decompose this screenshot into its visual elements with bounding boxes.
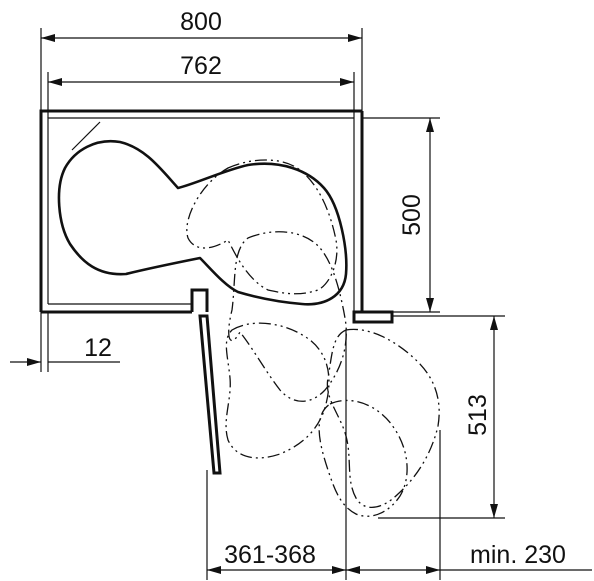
hinge-accent-line — [71, 121, 101, 151]
dim-label-762: 762 — [180, 52, 222, 80]
dimension-min-230: min. 230 — [346, 430, 592, 580]
dimension-513: 513 — [378, 315, 505, 519]
shelf-shape-dashdot-3 — [225, 322, 330, 459]
dim-label-500: 500 — [398, 194, 426, 236]
dim-label-361-368: 361-368 — [224, 541, 316, 569]
dim-label-min-230: min. 230 — [470, 541, 566, 569]
dimension-500: 500 — [362, 117, 440, 313]
shelf-shape-dashdot-2 — [228, 231, 347, 402]
shelf-shape-dashdot-1 — [186, 159, 338, 295]
dimension-361-368: 361-368 — [206, 330, 347, 580]
dim-label-800: 800 — [180, 8, 222, 36]
dimension-800: 800 — [40, 8, 363, 111]
shelf-shape-dashdot-4 — [326, 328, 440, 508]
dimension-12: 12 — [10, 312, 120, 372]
dimension-762: 762 — [47, 52, 355, 118]
dim-label-12: 12 — [84, 334, 112, 362]
shelf-shape-dashdot-5 — [318, 399, 408, 517]
shelf-shape-solid — [57, 139, 348, 306]
dim-label-513: 513 — [464, 394, 492, 436]
